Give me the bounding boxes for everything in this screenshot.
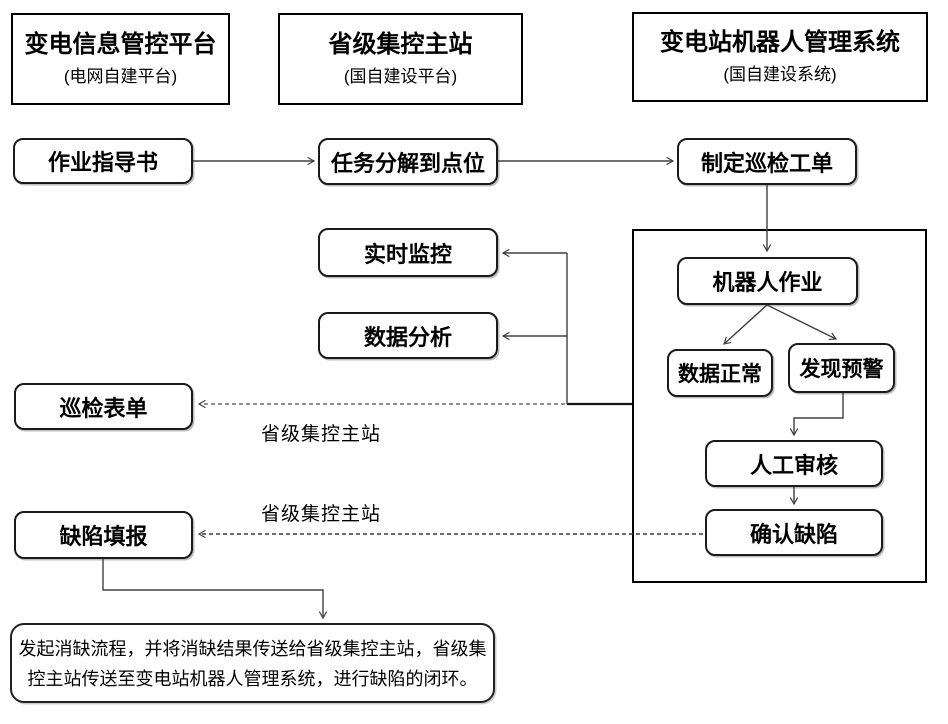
platform-box-robot-system: 变电站机器人管理系统 (国自建设系统) <box>632 12 928 102</box>
robot-system-container <box>632 229 927 583</box>
node-realtime-monitor: 实时监控 <box>318 228 498 277</box>
platform-title: 省级集控主站 <box>328 30 473 58</box>
platform-subtitle: (电网自建平台) <box>63 67 178 87</box>
node-manual-review: 人工审核 <box>705 440 883 487</box>
node-create-inspection-order: 制定巡检工单 <box>677 138 857 185</box>
node-defect-report: 缺陷填报 <box>14 511 193 559</box>
node-robot-work: 机器人作业 <box>677 257 858 305</box>
platform-subtitle: (国自建设系统) <box>723 65 837 85</box>
node-task-decompose: 任务分解到点位 <box>318 138 498 185</box>
platform-box-province-master: 省级集控主站 (国自建设平台) <box>278 13 523 105</box>
closure-note: 发起消缺流程，并将消缺结果传送给省级集控主站，省级集控主站传送至变电站机器人管理… <box>10 623 495 703</box>
node-inspection-form: 巡检表单 <box>14 383 193 430</box>
platform-title: 变电站机器人管理系统 <box>660 28 900 56</box>
node-data-normal: 数据正常 <box>667 349 773 397</box>
platform-title: 变电信息管控平台 <box>24 30 217 58</box>
node-work-guide: 作业指导书 <box>13 138 193 184</box>
platform-subtitle: (国自建设平台) <box>343 67 458 87</box>
node-data-analysis: 数据分析 <box>318 312 498 359</box>
platform-box-substation-info: 变电信息管控平台 (电网自建平台) <box>11 13 230 105</box>
edge-label-province-master-2: 省级集控主站 <box>261 504 382 525</box>
node-confirm-defect: 确认缺陷 <box>705 509 883 556</box>
edge-label-province-master-1: 省级集控主站 <box>261 424 382 445</box>
edge-report-to-note <box>102 559 328 620</box>
node-warning-found: 发现预警 <box>788 343 895 393</box>
